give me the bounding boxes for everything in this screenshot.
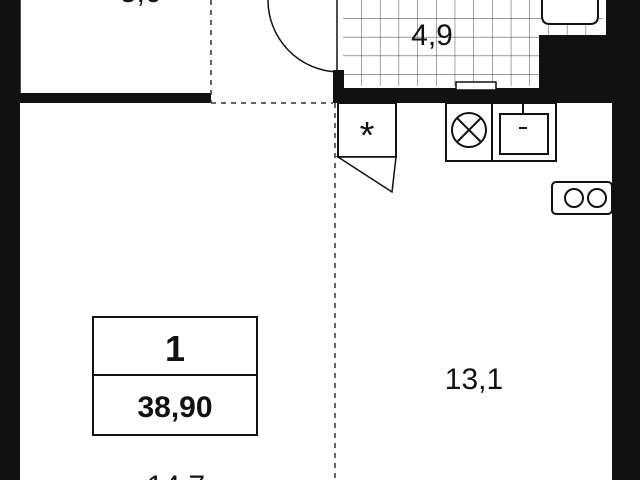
living-room-area: 14,7: [147, 470, 205, 480]
partition-wall-left: [20, 93, 211, 103]
total-area: 38,90: [137, 391, 212, 424]
shaft-right-edge: [606, 0, 612, 48]
left-outer-wall: [0, 0, 20, 480]
cooktop-icon: [551, 181, 613, 215]
bathroom-door: [267, 0, 338, 73]
ventilation-symbol: *: [360, 115, 375, 157]
rooms-count: 1: [165, 328, 185, 369]
bathtub-corner: [541, 0, 599, 25]
bathroom-tile-floor: [343, 0, 539, 86]
bathroom-area: 4,9: [411, 19, 453, 52]
top-left-room-area: 5,0: [120, 0, 162, 9]
zone-separators: [210, 0, 336, 480]
shaft-block: [539, 48, 612, 103]
right-outer-wall: [612, 0, 640, 480]
bathroom-wall-left-stub: [333, 70, 344, 103]
ventilation-unit: *: [335, 102, 397, 194]
bathroom-threshold: [455, 81, 497, 91]
kitchen-sink-icon: [491, 102, 557, 162]
shaft-top-wall: [539, 35, 612, 48]
apartment-badge: 1 38,90: [92, 316, 258, 436]
stove-icon: [445, 102, 493, 162]
kitchen-area: 13,1: [445, 363, 503, 396]
